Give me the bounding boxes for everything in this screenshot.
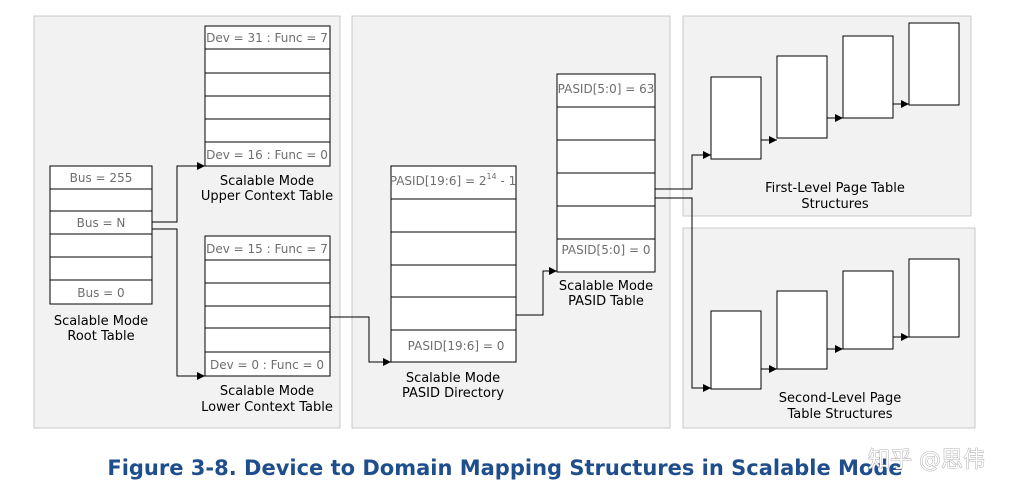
pasid-entry [556, 139, 656, 174]
upper-entry [204, 118, 331, 143]
lower-context-table: Dev = 15 : Func = 7 Dev = 0 : Func = 0 S… [201, 235, 333, 415]
upper-entry-bottom [204, 141, 331, 167]
root-entry [49, 233, 153, 258]
lower-top-label: Dev = 15 : Func = 7 [206, 242, 328, 256]
first-level-caption-line-2: Structures [801, 197, 868, 212]
pasid-dir-bottom-label: PASID[19:6] = 0 [408, 339, 505, 353]
upper-caption-line-2: Upper Context Table [201, 189, 333, 204]
upper-caption-line-1: Scalable Mode [220, 174, 314, 189]
pasid-entry [556, 172, 656, 207]
figure-title: Figure 3-8. Device to Domain Mapping Str… [107, 456, 902, 480]
root-caption-line-2: Root Table [67, 329, 134, 344]
upper-entry [204, 48, 331, 74]
second-level-table-4 [908, 258, 960, 338]
upper-entry [204, 95, 331, 120]
root-entry [49, 188, 153, 212]
lower-bottom-label: Dev = 0 : Func = 0 [210, 358, 324, 372]
second-level-structures: Second-Level Page Table Structures [710, 258, 960, 422]
pasid-dir-entry [390, 264, 517, 298]
root-to-lower-context-arrow [152, 228, 205, 380]
pasid-dir-top-exponent: 14 [486, 172, 496, 181]
root-top-label: Bus = 255 [70, 171, 133, 185]
pasid-entry [556, 205, 656, 240]
second-level-table-3 [842, 270, 894, 350]
upper-bottom-label: Dev = 16 : Func = 0 [206, 148, 328, 162]
lower-entry [204, 327, 331, 353]
pasid-dir-entry-bottom [390, 329, 517, 363]
second-level-table-2 [776, 290, 828, 370]
pasid-table: PASID[5:0] = 63 PASID[5:0] = 0 Scalable … [556, 73, 656, 309]
pasid-entry-top [556, 73, 656, 108]
context-to-pasid-directory-arrow [330, 316, 391, 366]
pasid-entry-bottom [556, 238, 656, 273]
root-caption-line-1: Scalable Mode [54, 314, 148, 329]
root-mid-label: Bus = N [77, 216, 126, 230]
upper-top-label: Dev = 31 : Func = 7 [206, 31, 328, 45]
pasid-dir-caption-line-1: Scalable Mode [406, 371, 500, 386]
upper-context-table: Dev = 31 : Func = 7 Dev = 16 : Func = 0 … [201, 25, 333, 204]
lower-entry-bottom [204, 351, 331, 377]
upper-entry [204, 72, 331, 97]
root-entry-bus-0 [49, 279, 153, 305]
lower-entry-top [204, 235, 331, 261]
root-to-upper-context-arrow [152, 162, 205, 223]
pasid-dir-entry [390, 296, 517, 331]
pasid-dir-top-tail: - 1 [497, 174, 517, 188]
pasid-caption-line-1: Scalable Mode [559, 279, 653, 294]
pasid-to-first-level-arrow [655, 151, 711, 190]
pasid-top-label: PASID[5:0] = 63 [558, 82, 655, 96]
first-level-table-3 [842, 35, 894, 119]
pasid-bottom-label: PASID[5:0] = 0 [561, 243, 650, 257]
pasid-dir-top-base: PASID[19:6] = 2 [390, 174, 487, 188]
root-bottom-label: Bus = 0 [77, 286, 124, 300]
lower-entry [204, 259, 331, 284]
watermark: 知乎 @思伟 [868, 448, 985, 473]
pasid-caption-line-2: PASID Table [568, 294, 644, 309]
pasid-dir-entry [390, 231, 517, 266]
pasid-dir-top-label: PASID[19:6] = 214 - 1 [390, 172, 516, 188]
first-level-table-2 [776, 55, 828, 139]
pasid-directory: PASID[19:6] = 214 - 1 PASID[19:6] = 0 Sc… [390, 165, 517, 401]
second-level-table-1 [710, 310, 762, 390]
first-level-table-1 [710, 76, 762, 160]
second-level-caption-line-1: Second-Level Page [779, 391, 901, 406]
lower-caption-line-1: Scalable Mode [220, 384, 314, 399]
pasid-directory-to-pasid-table-arrow [516, 267, 557, 316]
pasid-dir-caption-line-2: PASID Directory [402, 386, 504, 401]
first-level-table-4 [908, 22, 960, 106]
first-level-structures: First-Level Page Table Structures [710, 22, 960, 212]
lower-caption-line-2: Lower Context Table [201, 400, 333, 415]
root-entry [49, 256, 153, 281]
lower-entry [204, 305, 331, 329]
pasid-to-second-level-arrow [655, 197, 711, 392]
pasid-dir-entry [390, 198, 517, 233]
lower-entry [204, 282, 331, 307]
pasid-entry [556, 106, 656, 141]
first-level-caption-line-1: First-Level Page Table [765, 181, 905, 196]
pasid-dir-entry-top [390, 165, 517, 200]
second-level-caption-line-2: Table Structures [787, 407, 893, 422]
root-table: Bus = 255 Bus = N Bus = 0 Scalable Mode … [49, 165, 153, 344]
